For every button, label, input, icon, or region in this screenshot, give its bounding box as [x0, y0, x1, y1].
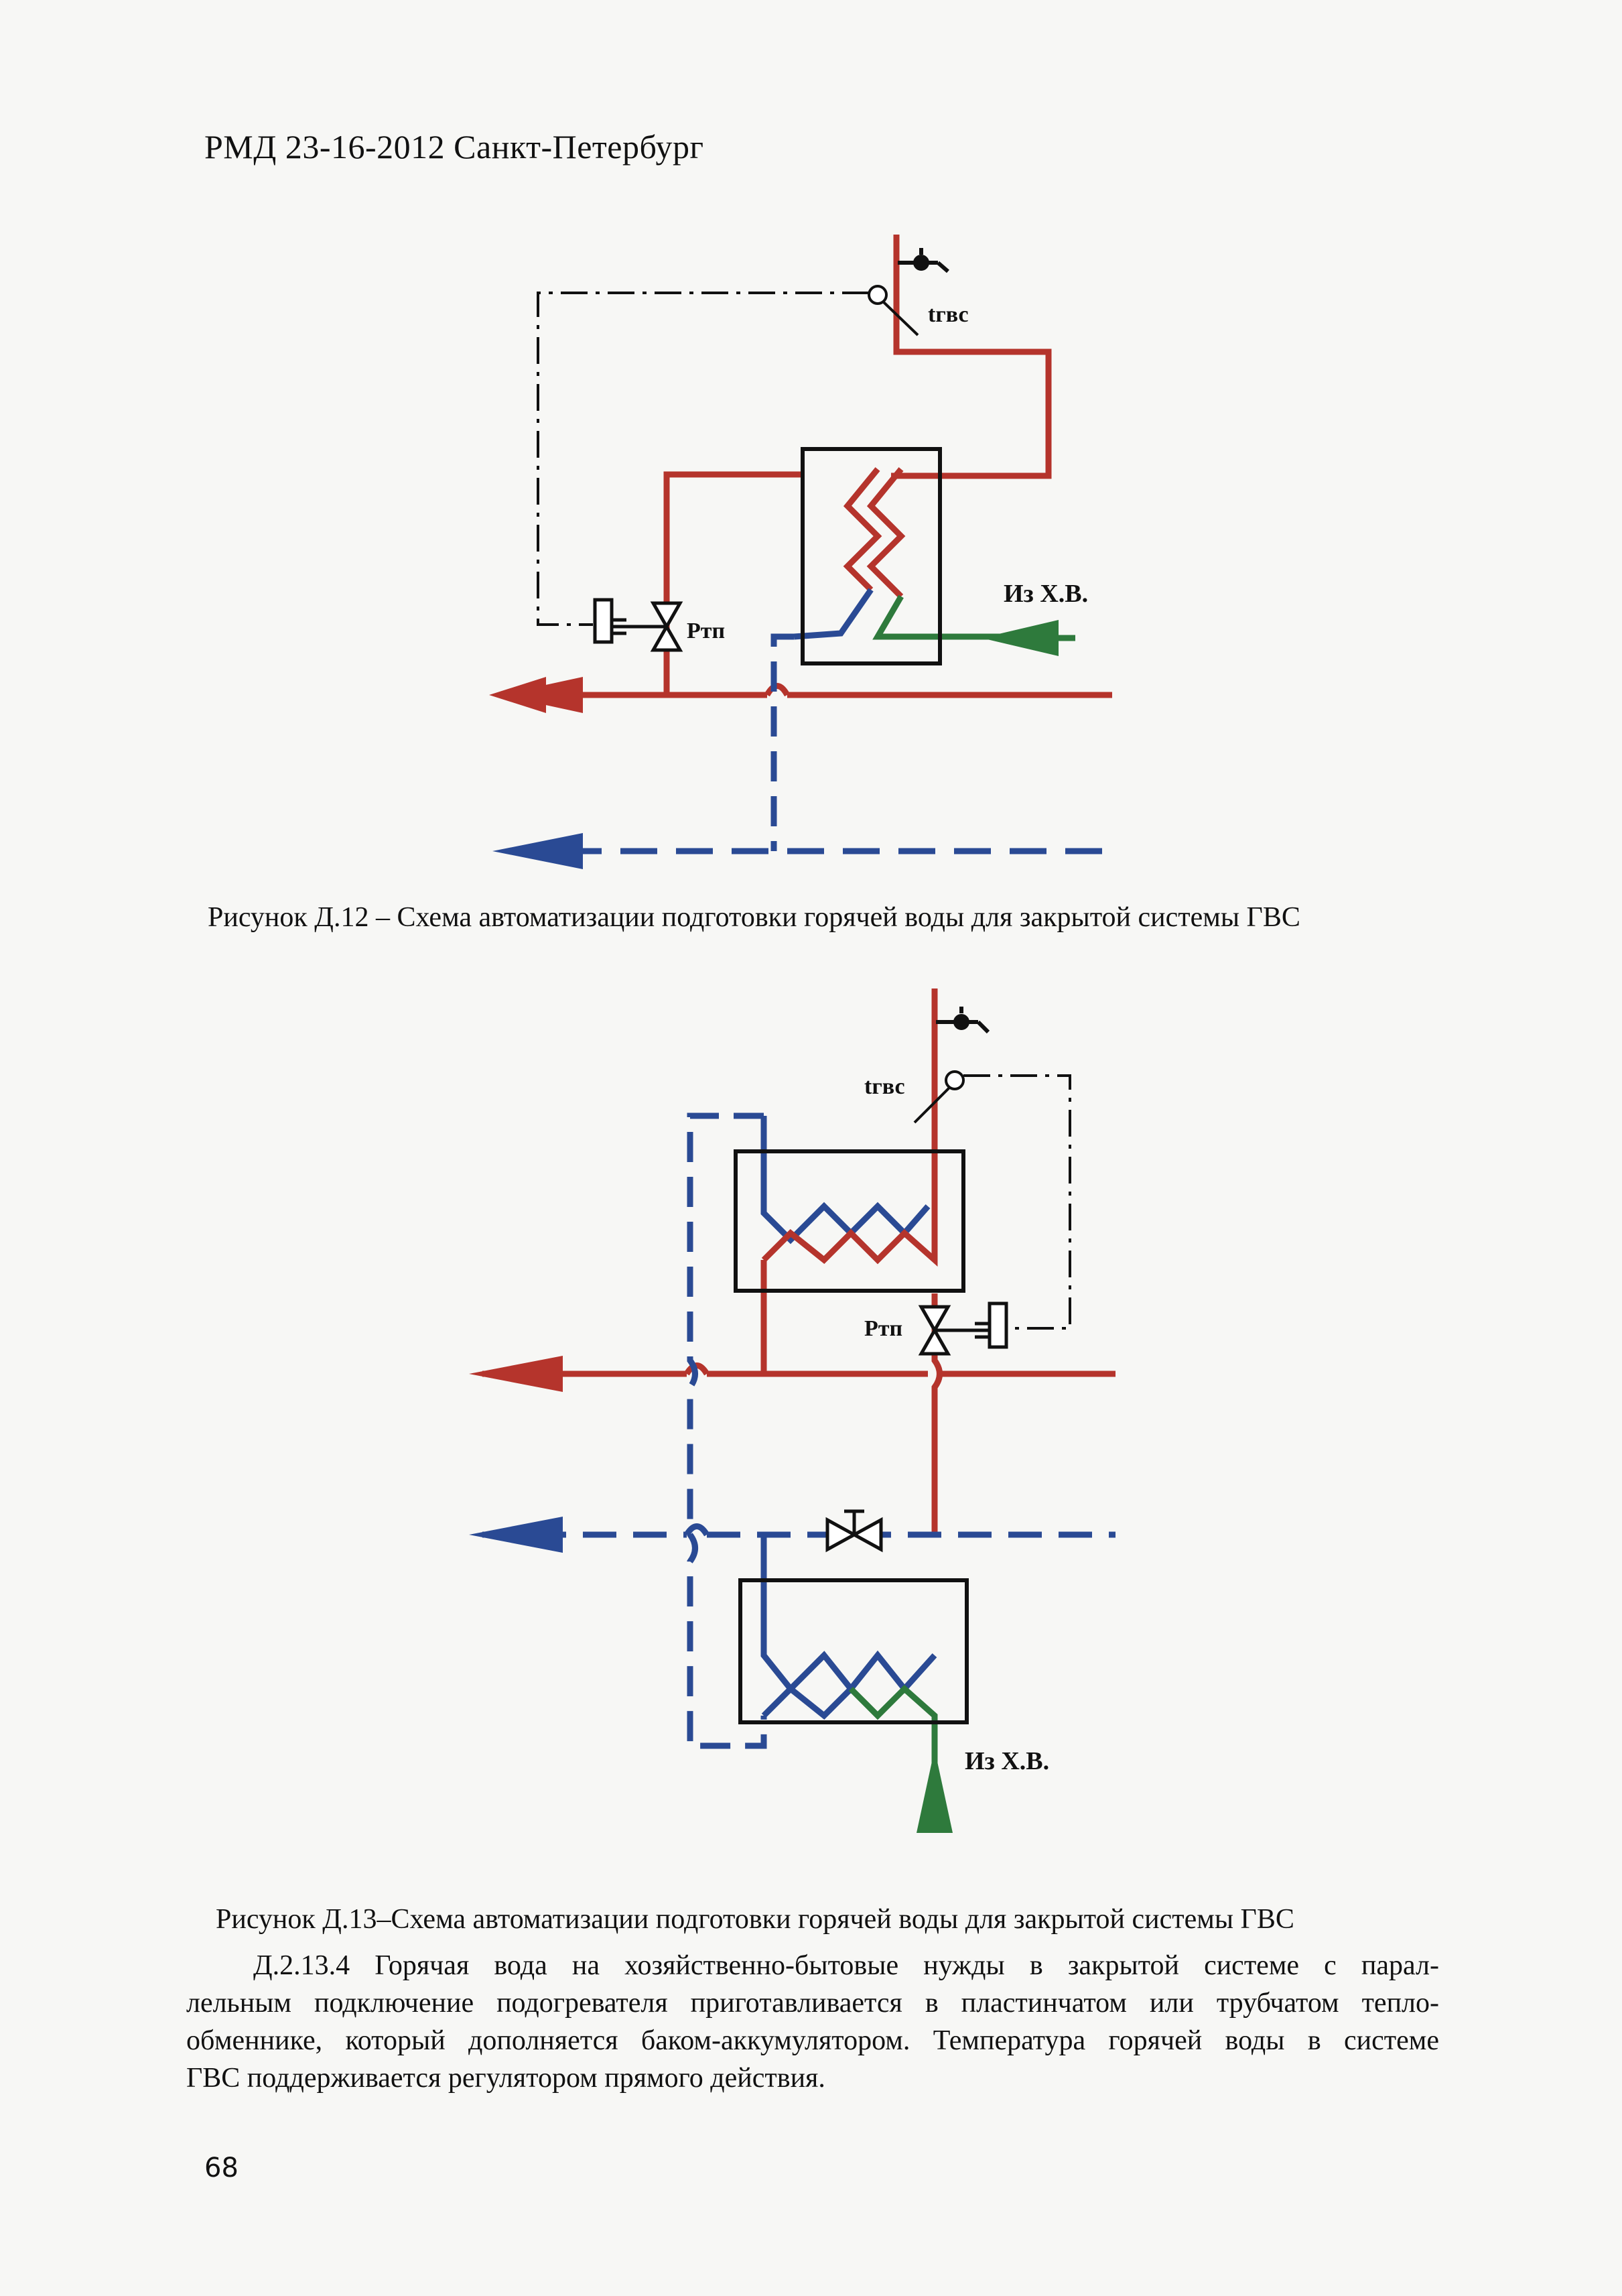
thermometer-icon [868, 285, 919, 336]
paragraph-line: обменнике, который дополняется баком-акк… [186, 2025, 1439, 2056]
fig13-upper-exchanger-box [734, 1149, 965, 1293]
paragraph-line: лельным подключение подогревателя пригот… [186, 1988, 1439, 2019]
fig13-supply-cross [684, 1362, 709, 1376]
fig13-supply-arrow [469, 1356, 563, 1392]
figure12-caption: Рисунок Д.12 – Схема автоматизации подго… [208, 902, 1300, 933]
paragraph-line: ГВС поддерживается регулятором прямого д… [186, 2063, 825, 2094]
return-line-dashed [770, 633, 794, 851]
fig13-upper-coil-blue [760, 1116, 931, 1245]
fig13-control-line [963, 1074, 1071, 1330]
heating-coil-red [866, 467, 906, 599]
fig13-thermometer-icon [913, 1070, 965, 1124]
fig13-shutoff-valve-icon [825, 1509, 883, 1553]
figure13-caption: Рисунок Д.13–Схема автоматизации подгото… [216, 1904, 1294, 1935]
supply-branch [663, 471, 804, 695]
fig13-lower-exchanger-box [738, 1578, 969, 1724]
fig13-cold-arrow [917, 1749, 953, 1833]
hot-water-line [891, 235, 1052, 479]
page-number: 68 [204, 2153, 239, 2183]
fig12-label-temp: tгвс [928, 302, 969, 327]
fig13-upper-coil-red [761, 1153, 938, 1267]
supply-arrow-head [499, 677, 583, 713]
control-line-dashdot [537, 292, 869, 626]
fig13-label-valve: Ртп [864, 1316, 902, 1341]
page-header: РМД 23-16-2012 Санкт-Петербург [204, 128, 704, 166]
heating-coil-blue [793, 588, 874, 640]
supply-crossover [764, 683, 790, 697]
heat-exchanger-box [801, 447, 942, 665]
tap-icon [898, 248, 949, 273]
fig12-label-valve: Ртп [687, 619, 725, 643]
paragraph-line: Д.2.13.4 Горячая вода на хозяйственно-бы… [253, 1950, 1439, 1981]
fig13-return-arrow [469, 1517, 563, 1553]
fig13-label-cold: Из Х.В. [965, 1747, 1049, 1775]
fig13-tap-icon [936, 1007, 990, 1034]
fig13-lower-coil-blue2 [761, 1684, 854, 1720]
control-valve-icon [593, 598, 683, 652]
heating-coil-green [872, 594, 1005, 640]
figure-d13-diagram: tгвс Ртп Из Х.В. [469, 988, 1116, 1833]
fig13-return-cross [684, 1523, 709, 1537]
fig13-lower-coil-green [848, 1684, 938, 1809]
figure-d12-diagram: tгвс Ртп Из Х.В. [489, 235, 1112, 869]
cold-inlet-arrow [982, 620, 1059, 656]
fig12-label-cold: Из Х.В. [1004, 580, 1088, 608]
fig13-lower-coil-blue [760, 1535, 937, 1694]
fig13-return-left [687, 1112, 767, 1749]
return-arrow [492, 833, 583, 869]
heating-coil-red2 [843, 467, 882, 592]
body-paragraph: Д.2.13.4 Горячая вода на хозяйственно-бы… [186, 1947, 1439, 2097]
fig13-valve-line [931, 1293, 943, 1535]
fig13-label-temp: tгвс [864, 1074, 905, 1099]
fig13-control-valve-icon [918, 1301, 1008, 1356]
